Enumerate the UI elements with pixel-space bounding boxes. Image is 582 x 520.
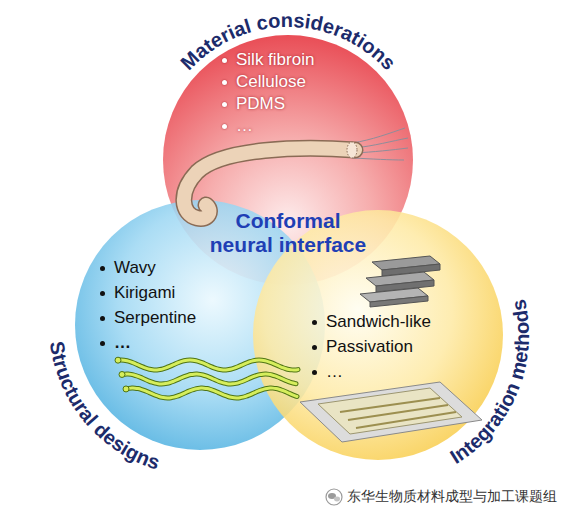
list-item: Sandwich-like (312, 312, 431, 332)
list-item: Passivation (312, 337, 413, 357)
list-item: Kirigami (100, 283, 175, 303)
bullet-dot (312, 370, 317, 375)
list-item: Silk fibroin (222, 50, 314, 70)
nerve-outline (184, 148, 355, 218)
wave-outline (126, 388, 297, 398)
bullet-dot (100, 341, 105, 346)
list-text: … (236, 116, 253, 136)
device-bar (376, 280, 434, 292)
layered-device (300, 256, 482, 442)
wave-pad (123, 386, 129, 392)
wave-outline (122, 374, 296, 384)
electrode-traces (340, 398, 456, 428)
nerve-body (184, 148, 355, 218)
list-item: … (312, 362, 343, 382)
list-text: Silk fibroin (236, 50, 314, 70)
icon-ring (326, 489, 342, 505)
circle-heading: Integration methods (446, 298, 533, 468)
list-item: … (222, 116, 253, 136)
list-text: … (114, 333, 131, 353)
list-item: Serpentine (100, 308, 196, 328)
wave-ribbon (126, 388, 297, 398)
list-text: Sandwich-like (326, 312, 431, 332)
wavy-ribbons (115, 357, 298, 398)
bullet-dot (100, 266, 105, 271)
list-text: Cellulose (236, 72, 306, 92)
electrode-layer (318, 388, 462, 434)
bullet-dot (222, 58, 227, 63)
bullet-dot (312, 345, 317, 350)
wave-ribbon (118, 360, 298, 370)
circle-heading: Material considerations (176, 9, 400, 74)
device-bar (370, 296, 428, 307)
list-item: PDMS (222, 94, 285, 114)
device-bar (360, 288, 428, 302)
substrate-sheet (300, 382, 482, 442)
fiber (352, 128, 405, 143)
nerve-fibers (352, 128, 408, 160)
watermark-icon (326, 489, 342, 505)
wave-pad (119, 371, 125, 377)
fiber (354, 148, 408, 153)
list-text: Serpentine (114, 308, 196, 328)
list-item: … (100, 333, 131, 353)
wave-ribbon (122, 374, 296, 384)
list-item: Cellulose (222, 72, 306, 92)
list-item: Wavy (100, 258, 156, 278)
device-bar (372, 256, 440, 270)
center-title: Conformal neural interface (208, 209, 369, 257)
bullet-dot (222, 80, 227, 85)
icon-bubble (328, 493, 336, 499)
bullet-dot (100, 291, 105, 296)
device-bar (366, 272, 434, 286)
list-text: Kirigami (114, 283, 175, 303)
list-text: Passivation (326, 337, 413, 357)
nerve-sketch (184, 128, 408, 219)
fiber (354, 138, 408, 148)
wave-outline (118, 360, 298, 370)
list-text: … (326, 362, 343, 382)
wave-pad (115, 357, 121, 363)
icon-bubble (334, 497, 340, 502)
nerve-section (347, 142, 357, 158)
list-text: Wavy (114, 258, 156, 278)
circle-heading: Structural designs (46, 340, 163, 474)
bullet-dot (100, 316, 105, 321)
fiber (353, 158, 404, 160)
list-text: PDMS (236, 94, 285, 114)
device-bar (382, 264, 440, 276)
bullet-dot (222, 124, 227, 129)
watermark: 东华生物质材料成型与加工课题组 (347, 488, 557, 506)
bullet-dot (222, 102, 227, 107)
bullet-dot (312, 320, 317, 325)
